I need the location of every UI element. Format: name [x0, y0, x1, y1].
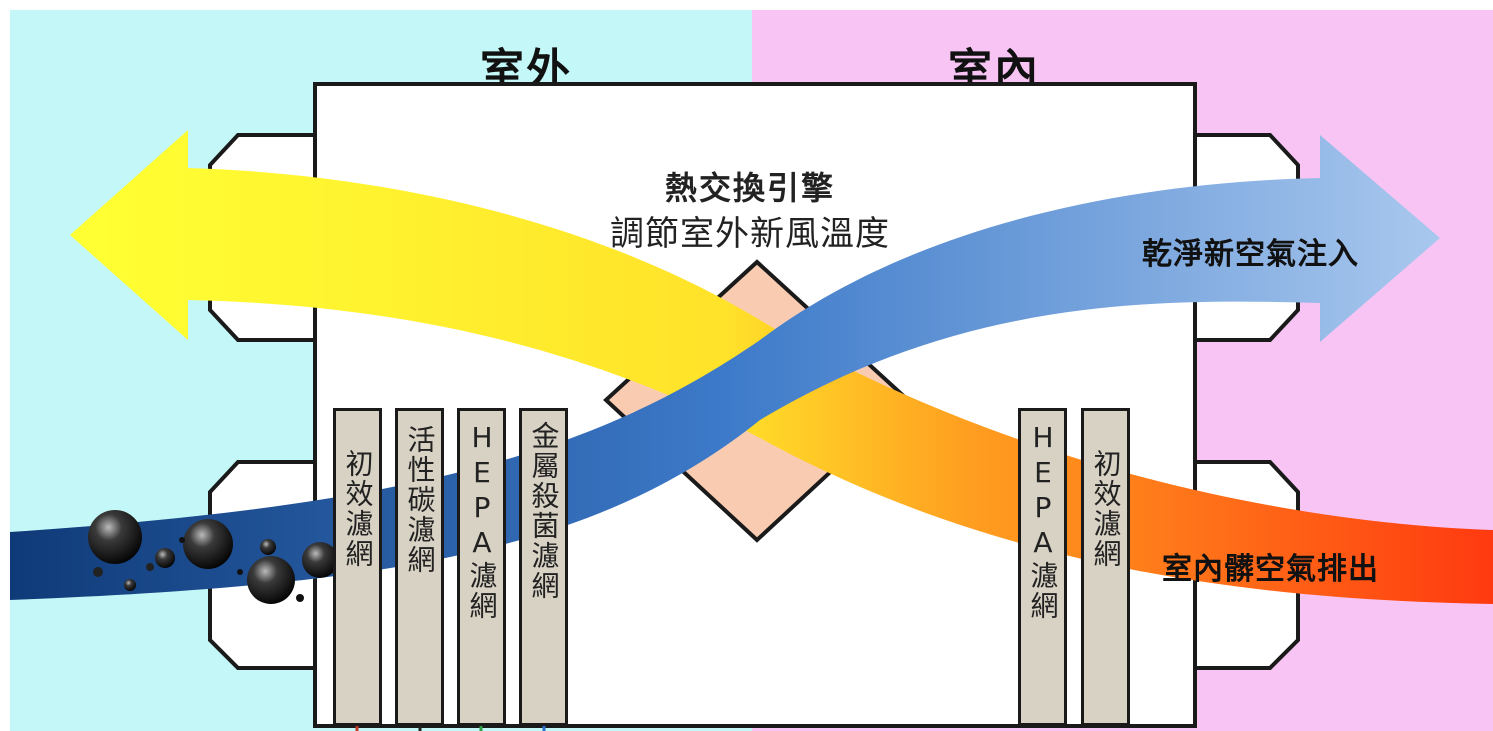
filter-label: 初效濾網 [341, 449, 375, 569]
core-title: 熱交換引擎 [664, 169, 835, 207]
filter-primary-outdoor: 初效濾網 [333, 408, 382, 726]
exhaust-air-label: 室內髒空氣排出 [1162, 552, 1379, 587]
filter-hepa-outdoor: HEPA濾網 [457, 408, 506, 726]
core-subtitle: 調節室外新風溫度 [610, 214, 890, 254]
filter-label: 金屬殺菌濾網 [527, 421, 561, 601]
filter-primary-indoor: 初效濾網 [1081, 408, 1130, 726]
dust-particles [88, 510, 338, 604]
filter-hepa-indoor: HEPA濾網 [1018, 408, 1067, 726]
filter-activated-carbon: 活性碳濾網 [395, 408, 444, 726]
filter-label: 活性碳濾網 [403, 425, 437, 575]
fresh-air-arrow [10, 135, 1440, 600]
fresh-air-label: 乾淨新空氣注入 [1142, 237, 1359, 272]
filter-label: HEPA濾網 [1026, 421, 1060, 621]
filter-label: 初效濾網 [1089, 449, 1123, 569]
filter-label: HEPA濾網 [465, 421, 499, 621]
filter-metal-antibacterial: 金屬殺菌濾網 [519, 408, 568, 726]
